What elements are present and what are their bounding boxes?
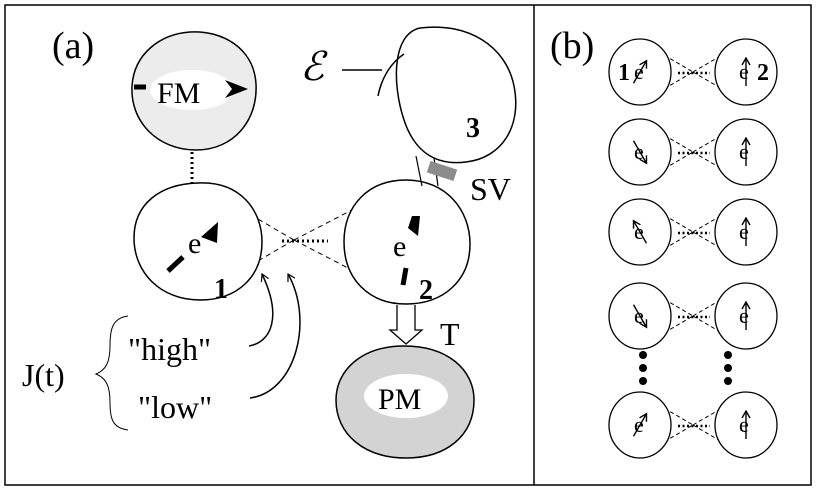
left-dot-electron: e (634, 219, 644, 244)
paramagnet-lead: PM (335, 345, 475, 459)
panel-a-label: (a) (52, 25, 94, 67)
spin-arrow-dot-2-icon (408, 216, 420, 236)
left-spin-arrow (632, 220, 648, 244)
coupling-brace (94, 315, 129, 431)
right-spin-arrow-head-icon (741, 56, 751, 66)
paramagnet-label: PM (378, 383, 421, 416)
emf-contact-curve (377, 53, 405, 97)
paramagnet-core (364, 374, 448, 418)
transfer-arrow-icon (388, 305, 424, 345)
quantum-dot-2: e 2 (343, 179, 471, 306)
left-spin-arrow (632, 413, 648, 437)
right-dot-electron: e (739, 412, 749, 437)
right-spin-arrow-head-icon (741, 409, 751, 419)
coupling-high-label: "high" (128, 331, 211, 367)
left-spin-arrow-head-icon (639, 412, 648, 422)
transfer-arrow: T (388, 305, 460, 352)
left-spin-arrow (632, 304, 648, 328)
panel-b-label: (b) (550, 25, 594, 67)
left-dot-electron: e (634, 139, 644, 164)
left-dot-electron: e (634, 59, 644, 84)
dot-1-label: 1 (214, 274, 228, 305)
ferromagnet-label: FM (157, 77, 200, 110)
sv-label: SV (470, 171, 511, 207)
right-dot-electron: e (739, 303, 749, 328)
panel-a: (a) FM e 1 e (22, 25, 517, 459)
left-spin-arrow-head-icon (639, 59, 648, 69)
right-dot-electron: e (739, 139, 749, 164)
ellipsis-dots-left (639, 351, 647, 385)
right-dot-electron: e (739, 59, 749, 84)
coupling-annotation: J(t) "high" "low" (22, 272, 301, 431)
ferromagnet-lead: FM (131, 31, 257, 151)
sv-gate: SV (415, 155, 511, 207)
right-dot-electron: e (739, 219, 749, 244)
left-spin-arrow-head-icon (639, 155, 648, 165)
dot-2-label: 2 (419, 275, 433, 306)
left-dot-electron: e (634, 412, 644, 437)
left-spin-arrow-head-icon (639, 319, 648, 329)
sv-gate-block (426, 160, 458, 182)
right-spin-arrow-head-icon (741, 216, 751, 226)
left-spin-arrow (632, 60, 648, 84)
coupling-label: J(t) (22, 357, 65, 393)
left-dot-electron: e (634, 303, 644, 328)
panel-b-dot-2-label: 2 (757, 60, 769, 86)
dot-3-outline (395, 26, 517, 164)
high-pointer-arrow (248, 272, 274, 347)
dot-2-electron: e (393, 230, 406, 263)
dot-2-outline (343, 179, 471, 305)
left-spin-arrow-head-icon (632, 219, 641, 229)
right-spin-arrow-head-icon (741, 136, 751, 146)
right-spin-arrow-head-icon (741, 300, 751, 310)
emf-label: ℰ (300, 44, 328, 89)
transfer-label: T (440, 316, 460, 352)
quantum-dot-3: 3 ℰ (300, 26, 517, 164)
spin-tail-dot-1 (166, 255, 185, 273)
ellipsis-dots-right (724, 351, 732, 385)
left-spin-arrow (632, 140, 648, 164)
quantum-dot-1: e 1 (133, 182, 263, 305)
dot-1-outline (133, 182, 263, 301)
coupling-low-label: "low" (138, 389, 212, 425)
spin-tail-dot-2 (400, 267, 409, 286)
ferromagnet-core (150, 70, 234, 110)
panel-b-dot-1-label: 1 (618, 60, 630, 86)
magnetization-arrow-icon (225, 80, 248, 98)
dot-1-electron: e (188, 227, 201, 260)
low-pointer-arrow (249, 272, 301, 399)
spin-arrow-dot-1-icon (201, 222, 218, 243)
figure-frame (4, 4, 812, 486)
dot-3-label: 3 (466, 113, 480, 144)
